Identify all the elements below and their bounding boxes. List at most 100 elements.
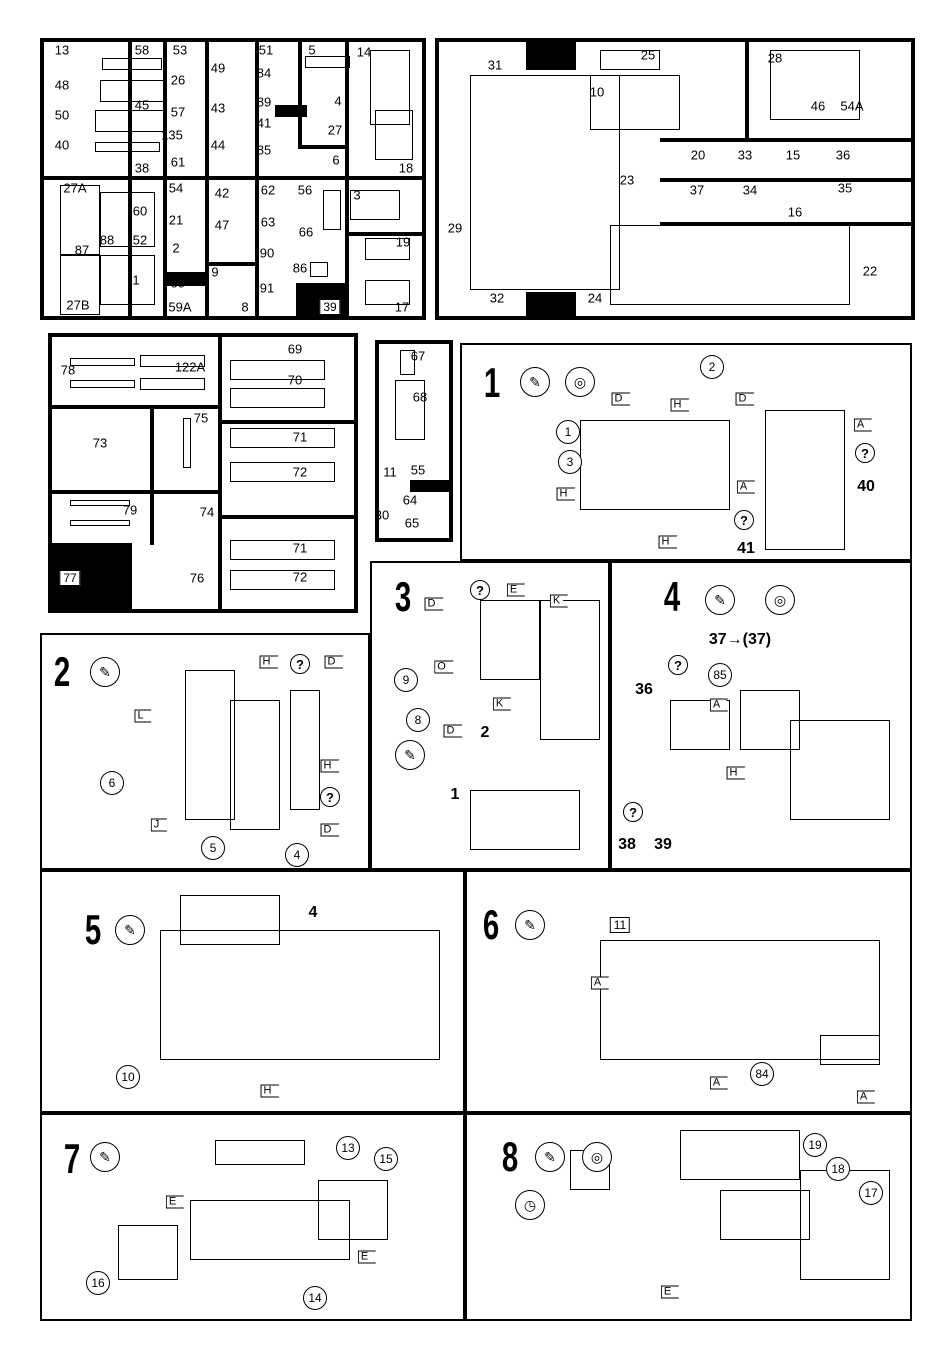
part-outline	[230, 360, 325, 380]
part-outline	[230, 540, 335, 560]
part-outline	[470, 75, 620, 290]
part-number-label: 19	[395, 234, 411, 250]
part-callout: 85	[708, 663, 732, 687]
part-number-label: 55	[410, 462, 426, 478]
part-number-label: 32	[489, 290, 505, 306]
part-outline	[395, 380, 425, 440]
part-number-label: 70	[287, 372, 303, 388]
part-number-label: 9	[211, 264, 219, 280]
part-number-label: 36	[835, 147, 851, 163]
part-callout: 38	[618, 836, 636, 853]
part-number-label: 40	[54, 137, 70, 153]
part-outline	[70, 500, 130, 506]
part-number-label: 3	[353, 187, 361, 203]
part-number-label: 14	[356, 44, 372, 60]
part-callout: 39	[654, 836, 672, 853]
part-number-label: 56	[297, 182, 313, 198]
part-outline	[375, 110, 413, 160]
part-number-label: 38	[134, 160, 150, 176]
step-8-number: 8	[501, 1133, 519, 1180]
glue-tube-icon: ✎	[520, 367, 550, 397]
step-3-number: 3	[394, 573, 412, 620]
part-number-label: 43	[210, 100, 226, 116]
glue-point-marker: D	[611, 392, 631, 406]
sprue-divider	[346, 232, 426, 236]
sprue-divider	[526, 292, 576, 320]
part-number-label: 68	[412, 389, 428, 405]
part-callout: 5	[201, 836, 225, 860]
sprue-divider	[660, 138, 915, 142]
part-number-label: 23	[619, 172, 635, 188]
part-outline	[310, 262, 328, 277]
part-outline	[215, 1140, 305, 1165]
part-number-label: 88	[99, 232, 115, 248]
glue-tube-icon: ✎	[705, 585, 735, 615]
part-number-label: 79	[122, 502, 138, 518]
part-outline	[140, 355, 205, 367]
part-outline	[820, 1035, 880, 1065]
part-outline	[100, 255, 155, 305]
step-5-number: 5	[84, 906, 102, 953]
part-outline	[230, 700, 280, 830]
part-number-label: 71	[292, 429, 308, 445]
part-number-label: 50	[54, 107, 70, 123]
sprue-divider	[275, 105, 307, 117]
part-number-label: 35	[837, 180, 853, 196]
glue-point-marker: O	[434, 660, 454, 674]
part-number-label: 17	[394, 299, 410, 315]
part-callout: 8	[406, 708, 430, 732]
part-number-label: 34	[742, 182, 758, 198]
part-number-label: 61	[170, 154, 186, 170]
step-6-panel	[465, 870, 912, 1113]
part-number-label: 89	[256, 94, 272, 110]
part-number-label: 71	[292, 540, 308, 556]
part-outline	[580, 420, 730, 510]
part-number-label: 15	[785, 147, 801, 163]
glue-point-marker: E	[660, 1285, 680, 1299]
drying-time-clock-icon: ◷	[515, 1190, 545, 1220]
part-outline	[180, 895, 280, 945]
part-number-label: 73	[92, 435, 108, 451]
part-outline	[160, 930, 440, 1060]
part-outline	[600, 50, 660, 70]
part-number-label: 27A	[63, 180, 87, 196]
part-outline	[720, 1190, 810, 1240]
part-number-label: 65	[404, 515, 420, 531]
step-5-panel	[40, 870, 465, 1113]
part-outline	[140, 378, 205, 390]
sprue-divider	[660, 222, 915, 226]
part-outline	[318, 1180, 388, 1240]
part-number-label: 67	[410, 348, 426, 364]
part-callout: 37→(37)	[708, 631, 772, 648]
paint-icon: ◎	[765, 585, 795, 615]
part-callout: 2	[480, 724, 490, 741]
part-number-label: 87	[74, 242, 90, 258]
part-number-label: 42	[214, 185, 230, 201]
part-number-label: 54	[168, 180, 184, 196]
part-outline	[185, 670, 235, 820]
part-number-label: 20	[690, 147, 706, 163]
part-number-label: 66	[298, 224, 314, 240]
sprue-d-frame	[375, 340, 453, 542]
part-number-label: 37	[689, 182, 705, 198]
part-callout: 4	[285, 843, 309, 867]
part-outline	[102, 58, 162, 70]
part-callout: 16	[86, 1271, 110, 1295]
part-outline	[480, 600, 540, 680]
part-number-label: 27B	[66, 297, 90, 313]
sprue-divider	[150, 405, 154, 545]
part-callout: 40	[857, 478, 875, 495]
glue-tube-icon: ✎	[515, 910, 545, 940]
step-7-number: 7	[63, 1135, 81, 1182]
part-outline	[590, 75, 680, 130]
part-outline	[540, 600, 600, 740]
part-number-label: 31	[487, 57, 503, 73]
part-outline	[100, 80, 165, 102]
part-outline	[365, 238, 410, 260]
part-number-label: 59A	[168, 299, 192, 315]
sprue-divider	[205, 262, 255, 266]
step-1-number: 1	[483, 359, 501, 406]
option-marker: ?	[855, 443, 875, 463]
part-outline	[95, 142, 160, 152]
glue-tube-icon: ✎	[90, 1142, 120, 1172]
